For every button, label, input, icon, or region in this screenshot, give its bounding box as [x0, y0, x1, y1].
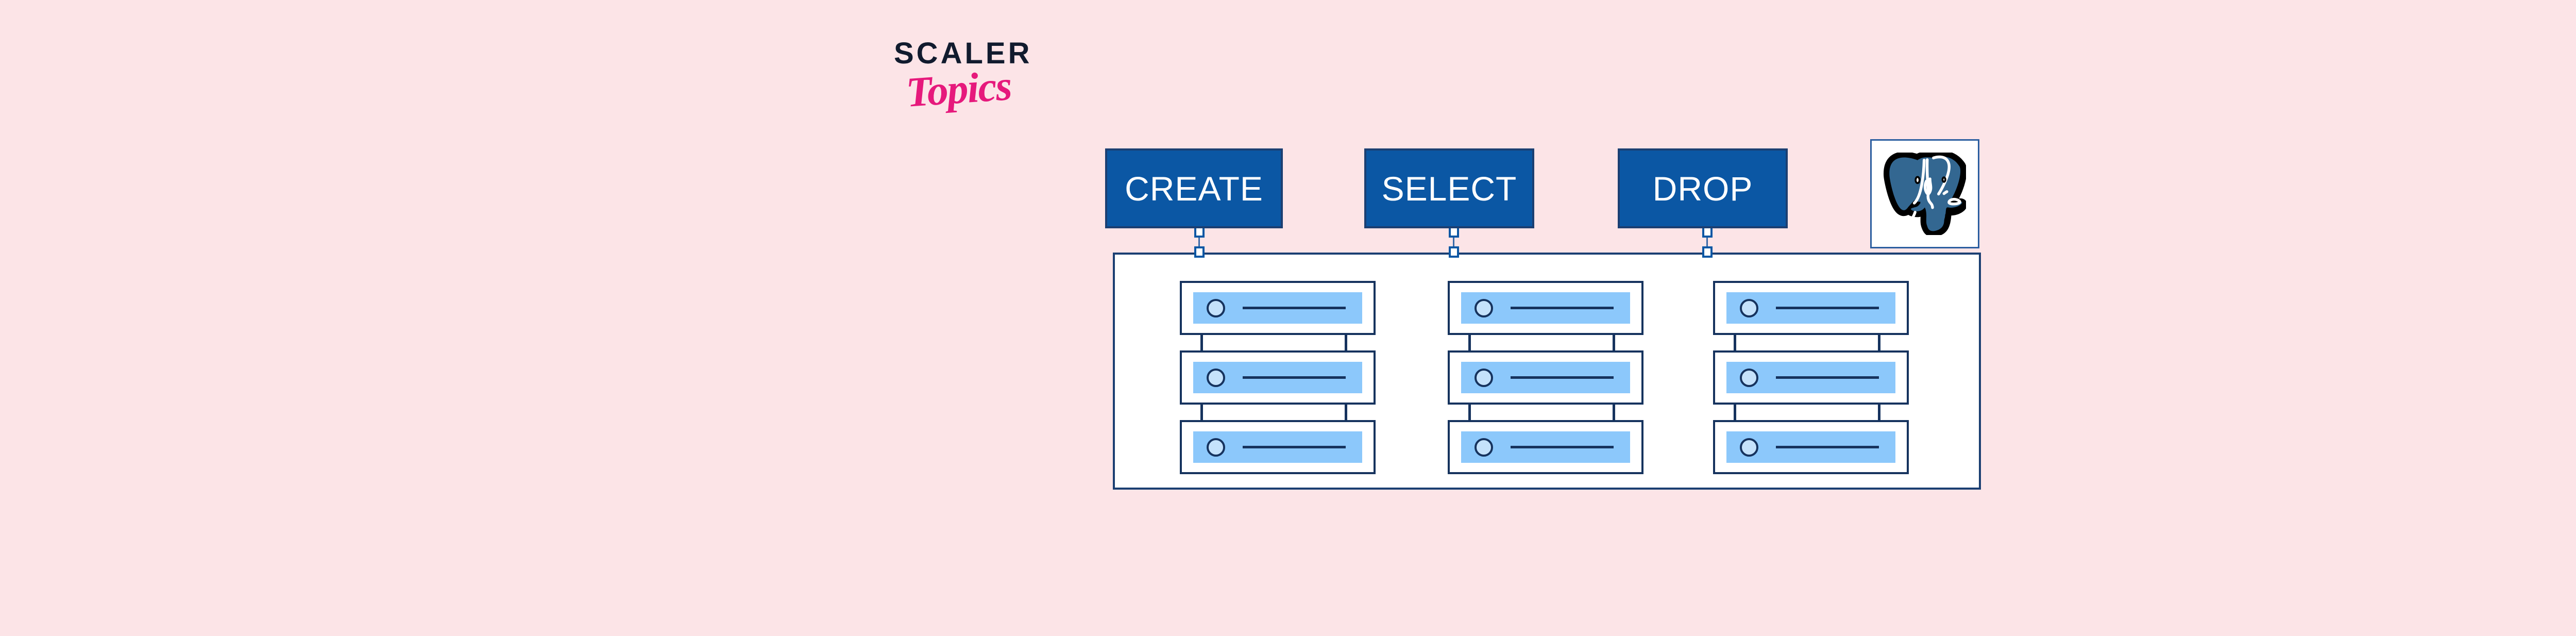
record-bullet-icon [1475, 438, 1494, 457]
record-text-placeholder [1776, 446, 1879, 448]
record-text-placeholder [1243, 307, 1346, 309]
record-text-placeholder [1243, 446, 1346, 448]
scaler-topics-logo: SCALER Topics [894, 39, 1059, 137]
scaler-wordmark: SCALER [894, 37, 1032, 70]
card-connector [1734, 335, 1736, 350]
record-bar [1461, 431, 1630, 463]
record-bullet-icon [1740, 298, 1759, 317]
connector-node [1449, 246, 1459, 258]
record-bullet-icon [1740, 368, 1759, 387]
command-button-label: CREATE [1125, 169, 1263, 208]
record-text-placeholder [1511, 376, 1614, 379]
command-button-label: DROP [1652, 169, 1753, 208]
connector-node [1194, 246, 1205, 258]
card-connector [1345, 335, 1347, 350]
command-button-create[interactable]: CREATE [1105, 148, 1283, 228]
record-bullet-icon [1475, 298, 1494, 317]
record-bar [1461, 292, 1630, 324]
card-connector [1200, 405, 1203, 420]
record-text-placeholder [1511, 446, 1614, 448]
postgres-logo-box [1870, 139, 1979, 248]
record-text-placeholder [1243, 376, 1346, 379]
postgresql-elephant-logo [1883, 152, 1967, 236]
card-connector [1878, 335, 1880, 350]
record-text-placeholder [1511, 307, 1614, 309]
record-card[interactable] [1713, 420, 1909, 474]
card-connector [1468, 405, 1471, 420]
card-connector [1468, 335, 1471, 350]
command-button-drop[interactable]: DROP [1618, 148, 1788, 228]
record-bullet-icon [1207, 298, 1226, 317]
record-bar [1461, 362, 1630, 393]
record-bullet-icon [1475, 368, 1494, 387]
record-bar [1193, 362, 1362, 393]
connector-line [1453, 228, 1454, 254]
record-card[interactable] [1713, 281, 1909, 335]
record-card[interactable] [1180, 420, 1376, 474]
record-text-placeholder [1776, 307, 1879, 309]
connector-node [1702, 246, 1713, 258]
record-card[interactable] [1713, 350, 1909, 405]
connector-line [1198, 228, 1200, 254]
record-card[interactable] [1448, 420, 1643, 474]
card-connector [1345, 405, 1347, 420]
card-connector [1200, 335, 1203, 350]
record-bar [1726, 362, 1895, 393]
card-connector [1613, 335, 1615, 350]
command-button-label: SELECT [1381, 169, 1517, 208]
topics-script: Topics [904, 61, 1013, 116]
record-bar [1193, 431, 1362, 463]
connector-line [1706, 228, 1708, 254]
record-bar [1726, 431, 1895, 463]
record-card[interactable] [1180, 281, 1376, 335]
record-card[interactable] [1180, 350, 1376, 405]
record-bullet-icon [1740, 438, 1759, 457]
card-connector [1878, 405, 1880, 420]
record-bar [1726, 292, 1895, 324]
command-button-select[interactable]: SELECT [1364, 148, 1534, 228]
record-text-placeholder [1776, 376, 1879, 379]
record-bar [1193, 292, 1362, 324]
record-bullet-icon [1207, 368, 1226, 387]
card-connector [1734, 405, 1736, 420]
card-connector [1613, 405, 1615, 420]
record-bullet-icon [1207, 438, 1226, 457]
record-card[interactable] [1448, 281, 1643, 335]
record-card[interactable] [1448, 350, 1643, 405]
